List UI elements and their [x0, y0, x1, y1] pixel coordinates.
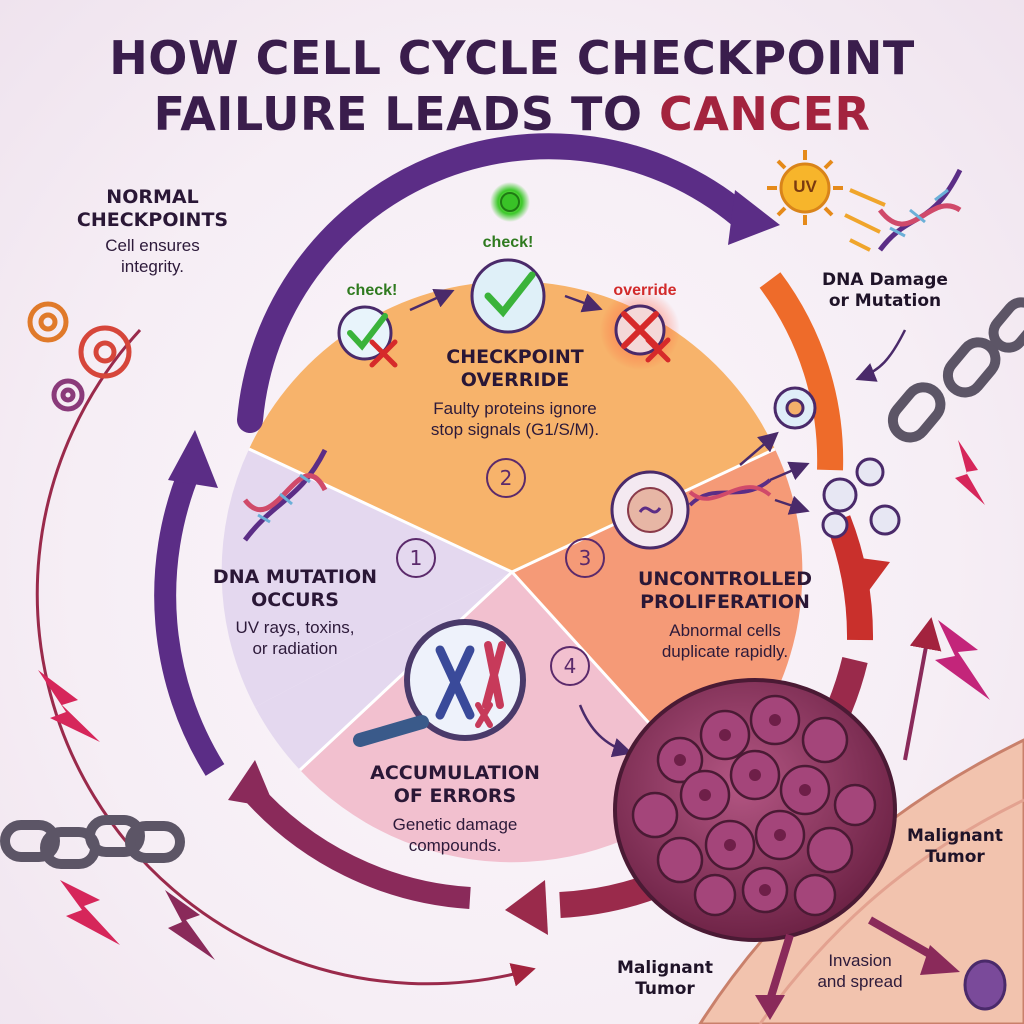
- step-3-body-2: duplicate rapidly.: [661, 642, 789, 661]
- dna-helix-icon: [243, 448, 328, 542]
- lightning-icon: [165, 890, 215, 960]
- ring-arrow-purple: [237, 133, 753, 433]
- step-1-body-2: or radiation: [252, 639, 338, 658]
- step-2-heading-1: CHECKPOINT: [446, 346, 584, 368]
- step-1-heading-1: DNA MUTATION: [212, 566, 378, 588]
- step-3-number: 3: [565, 538, 605, 578]
- check-top-label: check!: [482, 234, 534, 251]
- tumor-label-bottom: Malignant Tumor: [605, 958, 725, 1000]
- dividing-cells-icon: [773, 386, 901, 539]
- title-line-2-plain: FAILURE LEADS TO: [153, 87, 659, 141]
- step-2-label: CHECKPOINT OVERRIDE Faulty proteins igno…: [380, 346, 650, 440]
- dna-damage-label: DNA Damage or Mutation: [790, 270, 980, 312]
- step-4-label: ACCUMULATION OF ERRORS Genetic damage co…: [345, 762, 565, 856]
- title-line-1: HOW CELL CYCLE CHECKPOINT: [109, 31, 915, 85]
- dna-damage-line-2: or Mutation: [828, 291, 942, 311]
- chain-icon: [0, 815, 185, 869]
- malignant-tumor-icon: [613, 678, 897, 942]
- tumor-right-line-2: Tumor: [925, 847, 985, 867]
- step-2-heading-2: OVERRIDE: [460, 369, 570, 391]
- invasion-line-2: and spread: [817, 972, 903, 991]
- normal-checkpoints-label: NORMAL CHECKPOINTS Cell ensures integrit…: [45, 186, 260, 277]
- step-4-number: 4: [550, 646, 590, 686]
- invasion-arrow: [766, 933, 794, 1002]
- uv-label: UV: [793, 177, 817, 196]
- page-title: HOW CELL CYCLE CHECKPOINT FAILURE LEADS …: [0, 30, 1024, 142]
- step-2-body-2: stop signals (G1/S/M).: [430, 420, 600, 439]
- override-label: override: [613, 282, 677, 299]
- lightning-icon: [935, 620, 990, 700]
- gears-icon: [27, 301, 132, 412]
- title-accent-word: CANCER: [658, 87, 871, 141]
- title-line-2: FAILURE LEADS TO CANCER: [0, 86, 1024, 142]
- outer-thin-arc: [35, 328, 536, 987]
- blood-cell: [963, 959, 1007, 1011]
- step-4-heading-1: ACCUMULATION: [370, 762, 540, 784]
- step-3-body-1: Abnormal cells: [669, 621, 781, 640]
- tumor-bottom-line-2: Tumor: [635, 979, 695, 999]
- uv-sun-icon: [767, 150, 843, 225]
- ring-arrow-orange: [759, 272, 844, 471]
- step-1-body-1: UV rays, toxins,: [235, 618, 355, 637]
- step-1-label: DNA MUTATION OCCURS UV rays, toxins, or …: [195, 566, 395, 659]
- checkpoint-check-top-icon: [470, 258, 546, 334]
- damaged-dna-icon: [878, 168, 963, 252]
- broken-chain-icon: [887, 297, 1024, 443]
- step-2-number: 2: [486, 458, 526, 498]
- invasion-arrow: [903, 617, 942, 761]
- step-3-label: UNCONTROLLED PROLIFERATION Abnormal cell…: [615, 568, 835, 662]
- step-4-body-1: Genetic damage: [392, 815, 518, 834]
- abnormal-cell-icon: [610, 470, 690, 550]
- dna-damage-line-1: DNA Damage: [822, 270, 948, 290]
- magnifier-chromosome-icon: [353, 619, 526, 747]
- ring-arrow-bottom-left: [241, 782, 471, 909]
- lightning-icon: [38, 670, 100, 742]
- invasion-line-1: Invasion: [828, 951, 892, 970]
- lightning-icon: [60, 880, 120, 945]
- step-4-heading-2: OF ERRORS: [393, 785, 517, 807]
- tumor-right-line-1: Malignant: [906, 826, 1003, 846]
- step-1-number: 1: [396, 538, 436, 578]
- step-3-heading-2: PROLIFERATION: [640, 591, 810, 613]
- checkpoint-check-left-icon: [337, 305, 398, 368]
- step-2-body-1: Faulty proteins ignore: [433, 399, 597, 418]
- step-4-body-2: compounds.: [408, 836, 502, 855]
- sector-step-1: [221, 449, 512, 707]
- step-3-heading-1: UNCONTROLLED: [637, 568, 813, 590]
- normal-checkpoints-heading-2: CHECKPOINTS: [76, 209, 229, 231]
- check-left-label: check!: [346, 282, 398, 299]
- normal-checkpoints-body-1: Cell ensures: [105, 236, 200, 255]
- lightning-icon: [955, 440, 985, 505]
- normal-checkpoints-body-2: integrity.: [121, 257, 184, 276]
- checkpoint-override-icon: [600, 290, 680, 370]
- ring-arrow-left: [154, 465, 225, 776]
- tumor-label-right: Malignant Tumor: [895, 826, 1015, 868]
- step-1-heading-2: OCCURS: [251, 589, 339, 611]
- tumor-bottom-line-1: Malignant: [616, 958, 713, 978]
- normal-checkpoints-heading-1: NORMAL: [106, 186, 199, 208]
- invasion-label: Invasion and spread: [795, 950, 925, 992]
